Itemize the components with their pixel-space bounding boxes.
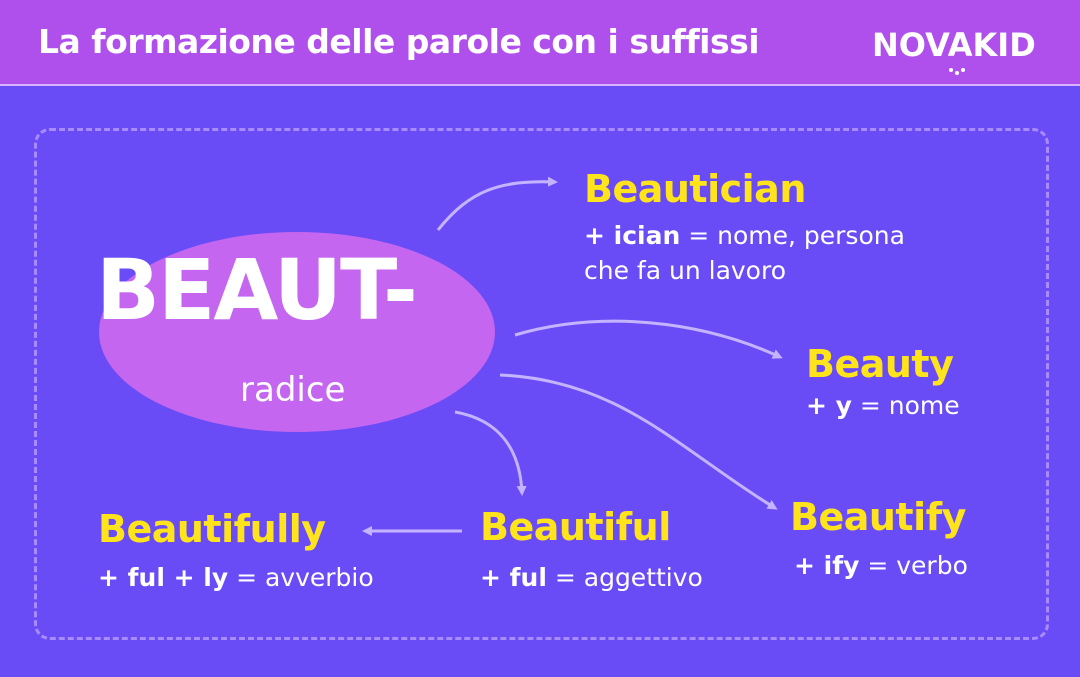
rocket-flame-icon	[949, 68, 965, 75]
desc-beautician: + ician = nome, persona che fa un lavoro	[584, 218, 905, 288]
word-beautify: Beautify	[790, 495, 966, 539]
equals-sign: =	[546, 563, 584, 592]
header-bar: La formazione delle parole con i suffiss…	[0, 0, 1080, 86]
meaning-beautician-line1: nome, persona	[717, 221, 905, 250]
meaning-beautician-line2: che fa un lavoro	[584, 256, 787, 285]
dashed-frame	[34, 128, 1049, 640]
word-beautician: Beautician	[584, 167, 806, 211]
word-beautifully: Beautifully	[98, 507, 326, 551]
desc-beautiful: + ful = aggettivo	[480, 560, 703, 595]
equals-sign: =	[680, 221, 718, 250]
equals-sign: =	[859, 551, 897, 580]
root-caption: radice	[240, 370, 346, 410]
suffix-ify: + ify	[794, 551, 860, 580]
arrow-to-beautiful	[454, 410, 527, 496]
page-title: La formazione delle parole con i suffiss…	[38, 22, 760, 61]
meaning-beautifully: avverbio	[264, 563, 374, 592]
suffix-y: + y	[806, 391, 852, 420]
meaning-beautify: verbo	[896, 551, 968, 580]
equals-sign: =	[851, 391, 889, 420]
desc-beauty: + y = nome	[806, 388, 960, 423]
novakid-logo: NOVAKID	[872, 26, 1036, 64]
equals-sign: =	[228, 563, 265, 592]
arrow-to-beautify	[499, 373, 778, 510]
arrow-to-beauty	[514, 319, 783, 359]
meaning-beautiful: aggettivo	[583, 563, 703, 592]
arrow-to-beautician	[436, 176, 558, 231]
suffix-ician: + ician	[584, 221, 681, 250]
word-beauty: Beauty	[806, 342, 954, 386]
desc-beautify: + ify = verbo	[794, 548, 968, 583]
suffix-ful: + ful	[480, 563, 547, 592]
word-beautiful: Beautiful	[480, 505, 671, 549]
meaning-beauty: nome	[888, 391, 960, 420]
desc-beautifully: + ful + ly = avverbio	[98, 560, 374, 595]
root-ellipse	[99, 232, 495, 432]
suffix-ful-ly: + ful + ly	[98, 563, 229, 592]
root-word: BEAUT-	[96, 241, 418, 339]
